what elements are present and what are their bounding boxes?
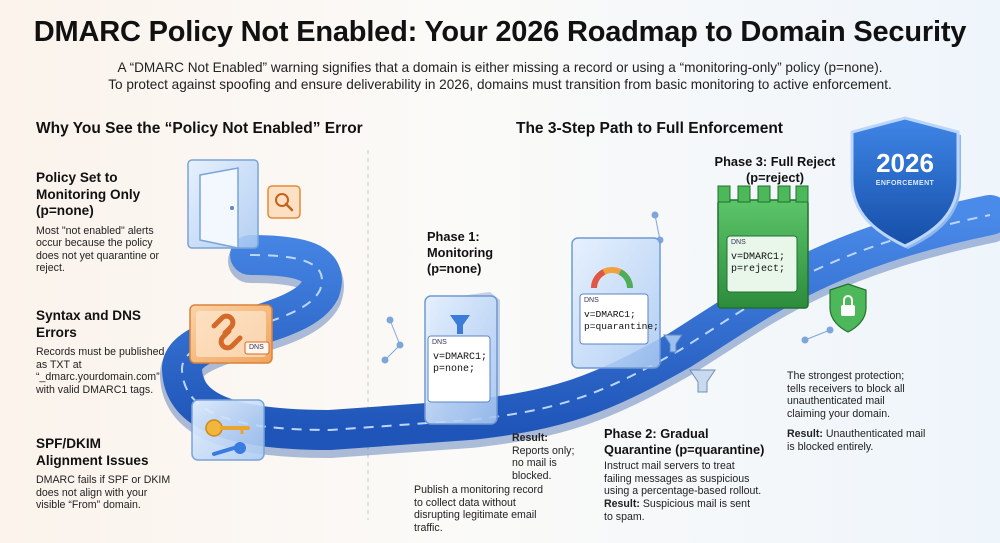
- lock-shield-icon: [829, 283, 867, 333]
- door-icon: [187, 159, 259, 249]
- issue-title-line: Errors: [36, 324, 77, 340]
- shield-label: ENFORCEMENT: [875, 180, 935, 187]
- issue-desc-line: occur because the policy: [36, 237, 153, 250]
- phase-desc-line: Instruct mail servers to treat: [604, 460, 735, 472]
- phase-title-line: Quarantine (p=quarantine): [604, 442, 765, 457]
- issue-title-line: Monitoring Only: [36, 186, 141, 202]
- phase2-description: Instruct mail servers to treat failing m…: [604, 460, 761, 498]
- issue-desc-line: does not align with your: [36, 486, 148, 499]
- phase-title-line: (p=none): [427, 261, 482, 276]
- magnifier-icon: [267, 185, 301, 219]
- issue-desc-line: Most "not enabled" alerts: [36, 224, 154, 237]
- result-line: no mail is: [512, 457, 557, 470]
- phase-desc-line: tells receivers to block all: [787, 382, 905, 395]
- right-section-heading: The 3-Step Path to Full Enforcement: [516, 120, 783, 137]
- result-line: Unauthenticated mail: [825, 428, 926, 440]
- phase-desc-line: to collect data without: [414, 496, 516, 509]
- phase3-title: Phase 3: Full Reject (p=reject): [700, 154, 850, 186]
- phase-title-line: Phase 2: Gradual: [604, 426, 709, 441]
- issue-desc-line: Records must be published: [36, 346, 165, 358]
- issue-desc-line: with valid DMARC1 tags.: [36, 383, 154, 396]
- phase-desc-line: traffic.: [414, 521, 443, 534]
- issue-description: Records must be published as TXT at “_dm…: [36, 346, 186, 396]
- issue-desc-line: does not yet quarantine or: [36, 249, 160, 262]
- phase3-description: The strongest protection; tells receiver…: [787, 370, 905, 420]
- phase2-code-label: DNS: [584, 297, 599, 304]
- result-label: Result:: [512, 432, 548, 444]
- issue-title-line: Syntax and DNS: [36, 308, 141, 323]
- phase-desc-line: The strongest protection;: [787, 370, 905, 382]
- phase2-result: Result: Suspicious mail is sent to spam.: [604, 498, 750, 523]
- result-line: is blocked entirely.: [787, 440, 874, 453]
- phase2-code: v=DMARC1; p=quarantine;: [584, 309, 659, 332]
- phase-title-line: Phase 1:: [427, 229, 480, 244]
- page-title: DMARC Policy Not Enabled: Your 2026 Road…: [33, 16, 967, 48]
- phase-desc-line: claiming your domain.: [787, 407, 891, 420]
- phase1-code-label: DNS: [432, 339, 447, 346]
- phase3-fortress: [717, 185, 809, 309]
- result-label: Result:: [604, 498, 640, 510]
- keys-icon: [191, 399, 265, 461]
- phase-desc-line: unauthenticated mail: [787, 395, 885, 408]
- issue-desc-line: visible “From” domain.: [36, 499, 141, 512]
- issue-title: Syntax and DNS Errors: [36, 308, 186, 341]
- phase2-panel: [571, 237, 716, 393]
- issue-desc-line: “_dmarc.yourdomain.com”: [36, 371, 160, 384]
- phase-title-line: Monitoring: [427, 245, 494, 260]
- issue-syntax-dns: Syntax and DNS Errors Records must be pu…: [36, 308, 186, 396]
- issue-title: Policy Set to Monitoring Only (p=none): [36, 170, 186, 220]
- network-nodes: [381, 211, 834, 364]
- phase-title-line: (p=reject): [746, 170, 804, 185]
- left-section-heading: Why You See the “Policy Not Enabled” Err…: [36, 120, 363, 137]
- issue-title-line: Alignment Issues: [36, 452, 149, 468]
- issue-title-line: Policy Set to: [36, 170, 118, 185]
- shield-2026-icon: [850, 116, 961, 249]
- dns-tag: DNS: [249, 344, 264, 351]
- result-line: Reports only;: [512, 444, 575, 457]
- phase-desc-line: disrupting legitimate email: [414, 509, 537, 522]
- phase2-title: Phase 2: Gradual Quarantine (p=quarantin…: [604, 426, 764, 458]
- result-line: to spam.: [604, 510, 645, 523]
- result-line: blocked.: [512, 469, 552, 482]
- phase1-server: [424, 292, 500, 428]
- phase3-code: v=DMARC1; p=reject;: [731, 252, 786, 275]
- issue-desc-line: as TXT at: [36, 358, 82, 371]
- phase1-result: Result: Reports only; no mail is blocked…: [512, 432, 574, 482]
- issue-title-line: (p=none): [36, 203, 94, 218]
- phase1-description: Publish a monitoring record to collect d…: [414, 484, 543, 534]
- result-line: Suspicious mail is sent: [642, 498, 751, 510]
- phase-desc-line: using a percentage-based rollout.: [604, 485, 762, 498]
- issue-policy-monitoring: Policy Set to Monitoring Only (p=none) M…: [36, 170, 186, 275]
- issue-title: SPF/DKIM Alignment Issues: [36, 436, 186, 469]
- phase1-title: Phase 1: Monitoring (p=none): [427, 229, 493, 277]
- issue-alignment: SPF/DKIM Alignment Issues DMARC fails if…: [36, 436, 186, 512]
- subtitle-line-2: To protect against spoofing and ensure d…: [108, 77, 892, 92]
- phase1-code: v=DMARC1; p=none;: [433, 352, 488, 375]
- shield-year: 2026: [876, 148, 934, 178]
- page-subtitle: A “DMARC Not Enabled” warning signifies …: [40, 59, 960, 93]
- issue-title-line: SPF/DKIM: [36, 436, 101, 451]
- issue-desc-line: DMARC fails if SPF or DKIM: [36, 474, 171, 486]
- issue-desc-line: reject.: [36, 262, 65, 275]
- phase-title-line: Phase 3: Full Reject: [714, 154, 836, 169]
- subtitle-line-1: A “DMARC Not Enabled” warning signifies …: [117, 60, 883, 75]
- issue-description: DMARC fails if SPF or DKIM does not alig…: [36, 474, 186, 512]
- phase3-result: Result: Unauthenticated mail is blocked …: [787, 428, 925, 453]
- phase-desc-line: Publish a monitoring record: [414, 484, 543, 496]
- result-label: Result:: [787, 428, 823, 440]
- issue-description: Most "not enabled" alerts occur because …: [36, 225, 186, 275]
- phase-desc-line: failing messages as suspicious: [604, 472, 750, 485]
- phase3-code-label: DNS: [731, 239, 746, 246]
- broken-link-icon: [189, 304, 273, 364]
